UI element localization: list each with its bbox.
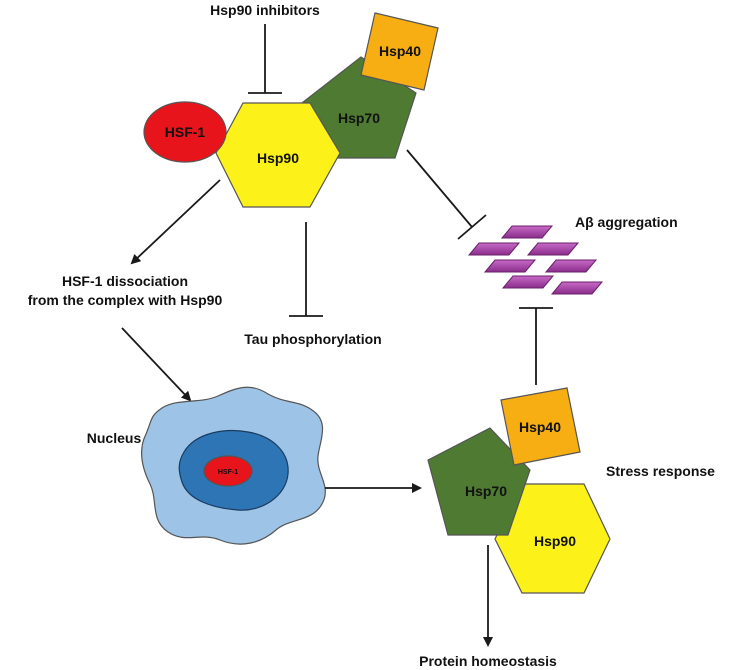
hsf1-dissociation-label-line2: from the complex with Hsp90 <box>28 292 223 308</box>
ab-fibril-6 <box>501 275 555 289</box>
nucleus-label: Nucleus <box>87 430 142 446</box>
ab-fibril-2 <box>467 242 521 256</box>
hsp90-top-hexagon <box>215 102 341 208</box>
nucleus-hsf1-label: HSF-1 <box>218 469 238 476</box>
hsp40-bottom-label: Hsp40 <box>519 419 561 435</box>
hsp90-bottom-label: Hsp90 <box>534 533 576 549</box>
hsp40-top-square <box>360 12 439 91</box>
tau-phosphorylation-label: Tau phosphorylation <box>244 331 381 347</box>
hsp70-bottom-label: Hsp70 <box>465 483 507 499</box>
ab-fibril-7 <box>550 281 604 295</box>
ab-fibril-3 <box>526 242 580 256</box>
hsp90-inhibitors-label: Hsp90 inhibitors <box>210 2 320 18</box>
hsp90-bottom-hexagon <box>494 483 611 594</box>
ab-aggregation-label: Aβ aggregation <box>575 214 678 230</box>
protein-homeostasis-label: Protein homeostasis <box>419 653 557 669</box>
ab-aggregates <box>467 225 604 295</box>
ab-fibril-1 <box>500 225 554 239</box>
hsf1-label: HSF-1 <box>165 124 206 140</box>
hsp40-top-label: Hsp40 <box>379 43 421 59</box>
inhibition-bar-hsp70-ab <box>457 214 487 240</box>
ab-fibril-5 <box>544 259 598 273</box>
hsf1-ellipse <box>143 101 227 163</box>
stress-response-label: Stress response <box>606 463 715 479</box>
arrow-dissociation-to-nucleus <box>121 327 192 402</box>
arrow-hsp90-to-dissociation <box>130 179 221 265</box>
hsp70-top-label: Hsp70 <box>338 110 380 126</box>
hsp70-top-pentagon <box>301 56 417 159</box>
inhibition-line-hsp70-ab <box>406 149 473 228</box>
nucleus-hsf1-ellipse <box>203 455 253 487</box>
hsp90-top-label: Hsp90 <box>257 150 299 166</box>
hsf1-dissociation-label-line1: HSF-1 dissociation <box>62 273 188 289</box>
ab-fibril-4 <box>483 259 537 273</box>
hsp40-bottom-square <box>500 387 581 466</box>
